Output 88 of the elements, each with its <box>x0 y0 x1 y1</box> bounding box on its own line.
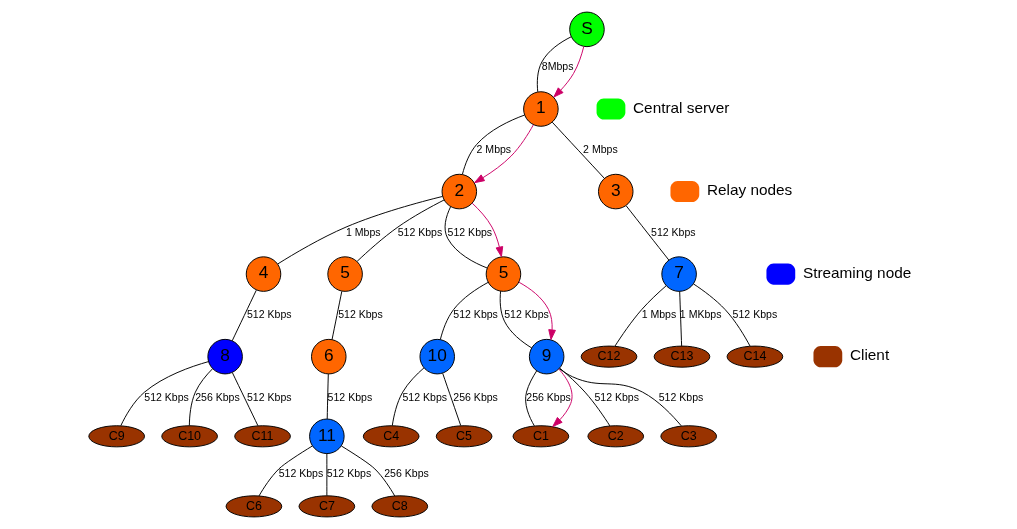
node-circle: S <box>569 11 605 48</box>
edge-label: 1 Mbps <box>346 225 381 238</box>
connector <box>625 205 670 261</box>
connector <box>341 445 396 497</box>
edge-label: 512 Kbps <box>504 308 549 321</box>
edge-label: 512 Kbps <box>402 390 448 403</box>
connector <box>499 290 533 349</box>
arrow <box>471 202 504 258</box>
connector <box>536 36 572 93</box>
edge-label: 512 Kbps <box>144 390 189 403</box>
connector <box>439 281 489 341</box>
edge-label: 512 Kbps <box>651 225 696 238</box>
connector <box>277 196 443 265</box>
node-circle: 8 <box>207 338 243 375</box>
node-circle: 2 <box>441 173 478 210</box>
connector <box>461 114 525 175</box>
connector <box>188 368 213 427</box>
connector <box>231 289 257 342</box>
connector <box>331 290 343 341</box>
edge-label: 2 Mbps <box>476 142 512 155</box>
node-ellipse: C6 <box>225 495 283 518</box>
connector <box>679 290 683 347</box>
edge-label: 256 Kbps <box>526 390 571 403</box>
connector <box>525 370 538 427</box>
edge-label: 1 Mbps <box>641 308 677 321</box>
node-ellipse: C3 <box>660 425 717 448</box>
node-ellipse: C12 <box>580 345 638 368</box>
connector <box>356 199 445 262</box>
connector <box>120 361 209 427</box>
edge-label: 512 Kbps <box>453 308 498 321</box>
node-circle: 6 <box>311 338 347 375</box>
node-circle: 3 <box>598 173 634 210</box>
connector <box>231 372 259 427</box>
node-ellipse: C14 <box>726 345 784 368</box>
edge-label: 8Mbps <box>541 60 574 73</box>
edge-label: 512 Kbps <box>326 467 372 480</box>
node-ellipse: C1 <box>512 425 570 448</box>
connector <box>614 285 667 347</box>
connector <box>559 367 611 427</box>
edge-label: 1 MKbps <box>679 308 722 321</box>
arrow <box>474 124 534 184</box>
edge-label: 256 Kbps <box>453 390 498 403</box>
legend-label: Central server <box>633 98 730 116</box>
connector <box>326 373 329 420</box>
arrow <box>518 281 556 341</box>
connector <box>692 283 751 347</box>
edge-label: 512 Kbps <box>246 390 292 403</box>
edge-label: 256 Kbps <box>195 390 240 403</box>
legend-label: Client <box>849 346 890 364</box>
connector <box>558 368 682 427</box>
node-ellipse: C9 <box>88 425 145 448</box>
node-ellipse: C5 <box>435 425 493 448</box>
node-ellipse: C2 <box>587 425 645 448</box>
edge-label: 512 Kbps <box>658 390 704 403</box>
arrow <box>553 46 585 98</box>
arrow <box>552 368 573 427</box>
edge-label: 512 Kbps <box>278 467 324 480</box>
node-ellipse: C7 <box>298 495 356 518</box>
edge-label: 512 Kbps <box>327 390 373 403</box>
legend-label: Relay nodes <box>706 181 793 199</box>
edge-label: 512 Kbps <box>338 308 383 321</box>
connector <box>391 367 425 426</box>
edge-label: 256 Kbps <box>384 467 429 480</box>
edge-label: 512 Kbps <box>397 225 443 238</box>
connector <box>258 445 313 497</box>
connector <box>551 121 605 179</box>
node-ellipse: C13 <box>653 345 711 368</box>
connector <box>326 453 328 497</box>
connector <box>444 206 488 269</box>
edge-label: 512 Kbps <box>732 308 778 321</box>
node-ellipse: C10 <box>161 425 218 448</box>
node-ellipse: C8 <box>371 495 429 518</box>
node-circle: 7 <box>661 256 697 292</box>
node-ellipse: C11 <box>234 425 291 448</box>
node-ellipse: C4 <box>362 425 420 448</box>
legend-label: Streaming node <box>802 263 912 281</box>
edge-label: 512 Kbps <box>447 225 493 238</box>
node-circle: 5 <box>327 256 363 292</box>
connector <box>442 372 462 426</box>
node-circle: 9 <box>528 338 565 375</box>
edge-label: 512 Kbps <box>246 308 292 321</box>
edge-label: 2 Mbps <box>583 142 618 155</box>
node-circle: 11 <box>309 418 345 455</box>
edge-label: 512 Kbps <box>594 390 639 403</box>
node-circle: 1 <box>523 91 559 127</box>
node-circle: 4 <box>245 256 282 292</box>
node-circle: 10 <box>419 338 455 375</box>
node-circle: 5 <box>485 256 522 292</box>
